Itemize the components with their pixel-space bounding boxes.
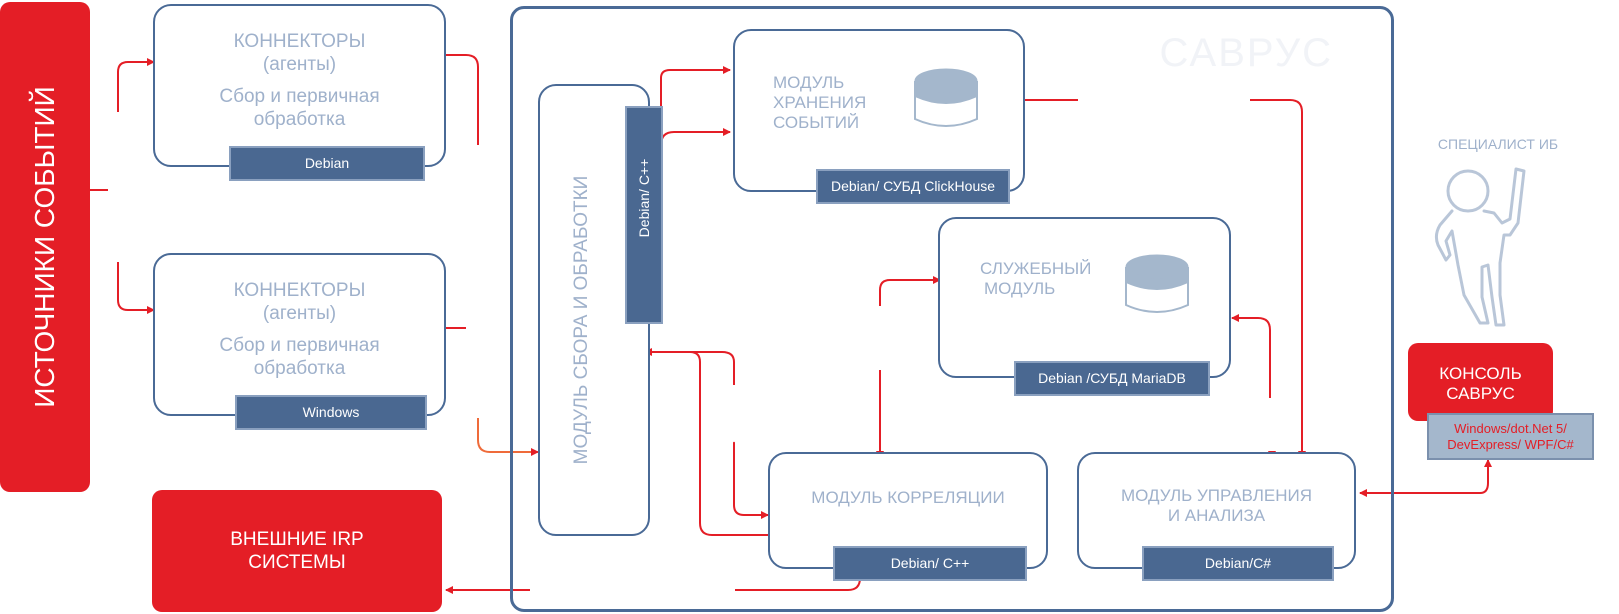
console-savrus: КОНСОЛЬ САВРУС xyxy=(1408,343,1553,421)
event-sources-panel: ИСТОЧНИКИ СОБЫТИЙ xyxy=(0,2,90,492)
storage-module: МОДУЛЬ ХРАНЕНИЯ СОБЫТИЙ xyxy=(733,29,1025,192)
collector-label: МОДУЛЬ СБОРА И ОБРАБОТКИ xyxy=(571,175,592,465)
collector-os-label: Debian/ C++ xyxy=(636,158,652,238)
connector-desc-line1: Сбор и первичная xyxy=(219,86,380,107)
connector-subtitle: (агенты) xyxy=(262,54,337,75)
connector-box-windows: КОННЕКТОРЫ (агенты) Сбор и первичная обр… xyxy=(153,253,446,416)
storage-line2: ХРАНЕНИЯ xyxy=(773,93,867,112)
service-os-tag: Debian /СУБД MariaDB xyxy=(1014,361,1210,396)
console-tech-tag: Windows/dot.Net 5/ DevExpress/ WPF/C# xyxy=(1427,413,1594,460)
savrus-label: САВРУС xyxy=(1159,31,1333,75)
service-module: СЛУЖЕБНЫЙ МОДУЛЬ xyxy=(938,217,1231,378)
database-icon xyxy=(1125,254,1189,313)
management-line2: И АНАЛИЗА xyxy=(1167,506,1266,525)
management-line1: МОДУЛЬ УПРАВЛЕНИЯ xyxy=(1121,486,1312,505)
specialist-person-icon xyxy=(1434,167,1526,327)
storage-line1: МОДУЛЬ xyxy=(773,73,845,92)
connector-desc-line2: обработка xyxy=(253,358,346,379)
storage-os-tag: Debian/ СУБД ClickHouse xyxy=(816,169,1010,204)
connector-title: КОННЕКТОРЫ xyxy=(233,31,366,52)
connector-desc-line1: Сбор и первичная xyxy=(219,335,380,356)
irp-line2: СИСТЕМЫ xyxy=(248,552,346,573)
savrus-frame: САВРУС xyxy=(510,6,1394,612)
connector-desc-line2: обработка xyxy=(253,109,346,130)
connector-box-debian: КОННЕКТОРЫ (агенты) Сбор и первичная обр… xyxy=(153,4,446,167)
connector-title: КОННЕКТОРЫ xyxy=(233,280,366,301)
correlation-os-tag: Debian/ C++ xyxy=(833,546,1027,581)
event-sources-label: ИСТОЧНИКИ СОБЫТИЙ xyxy=(29,86,60,408)
service-line2: МОДУЛЬ xyxy=(984,279,1056,298)
console-line1: КОНСОЛЬ xyxy=(1439,364,1522,383)
correlation-label: МОДУЛЬ КОРРЕЛЯЦИИ xyxy=(811,488,1005,507)
collector-os-tag: Debian/ C++ xyxy=(625,106,663,324)
os-tag-windows: Windows xyxy=(235,395,427,430)
irp-line1: ВНЕШНИЕ IRP xyxy=(230,529,364,550)
external-irp-systems: ВНЕШНИЕ IRP СИСТЕМЫ xyxy=(152,490,442,612)
database-icon xyxy=(914,68,978,127)
specialist-label: СПЕЦИАЛИСТ ИБ xyxy=(1437,136,1559,152)
console-line2: САВРУС xyxy=(1446,384,1515,403)
service-line1: СЛУЖЕБНЫЙ xyxy=(980,259,1092,278)
console-tech-line2: DevExpress/ WPF/C# xyxy=(1447,437,1574,452)
console-tech-line1: Windows/dot.Net 5/ xyxy=(1454,421,1567,436)
storage-line3: СОБЫТИЙ xyxy=(773,113,860,132)
connector-subtitle: (агенты) xyxy=(262,303,337,324)
os-tag-debian: Debian xyxy=(229,146,425,181)
management-os-tag: Debian/C# xyxy=(1142,546,1334,581)
